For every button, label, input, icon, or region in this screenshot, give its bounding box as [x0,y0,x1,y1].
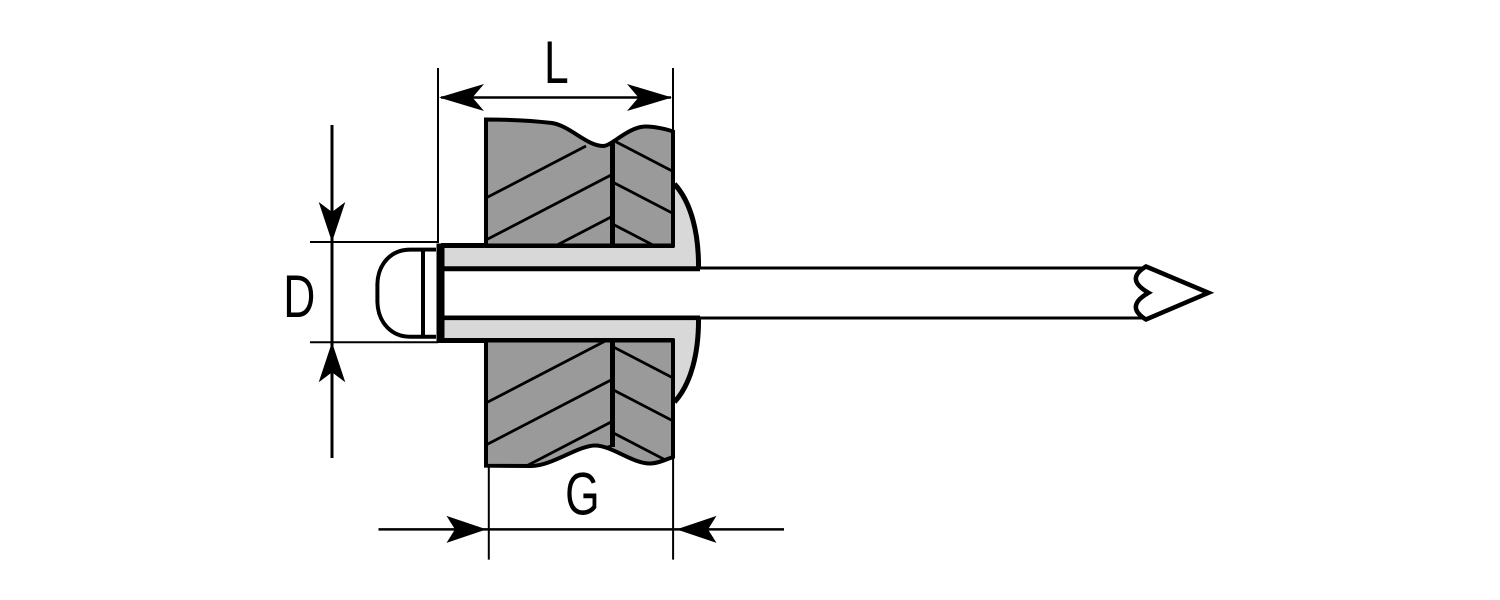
svg-text:L: L [544,30,569,97]
svg-text:G: G [565,461,600,528]
svg-text:D: D [283,264,315,331]
